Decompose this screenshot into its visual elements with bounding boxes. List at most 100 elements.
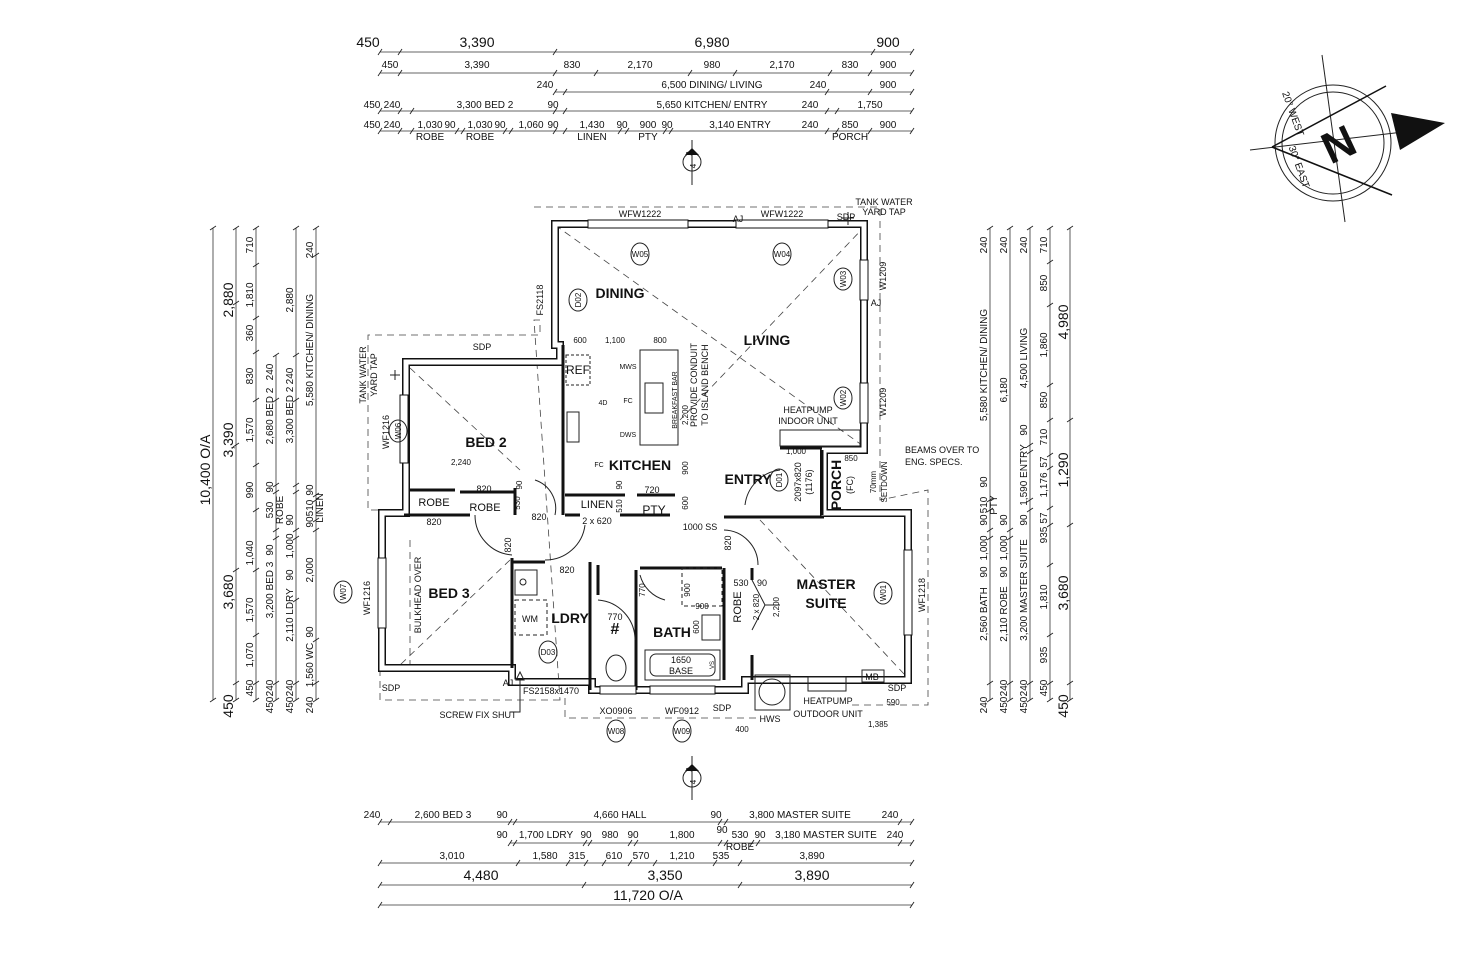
dimension-tick (909, 901, 915, 909)
dimension-tick (502, 127, 508, 135)
dimension-tick (737, 881, 743, 889)
left-dimension: 90 (265, 481, 276, 493)
door-swing (723, 529, 759, 566)
note-wc770: 770 (607, 612, 622, 622)
top-dimension: 3,140 ENTRY (709, 120, 771, 131)
right-dimension: 2,110 ROBE (999, 586, 1010, 642)
right-dimension: 450 (999, 696, 1010, 713)
dimension-tick (986, 697, 994, 703)
dimension-tick (409, 127, 415, 135)
note-w1209-b: W1209 (878, 388, 888, 417)
note-bt1650: 1650 (671, 655, 691, 665)
left-dimension: 2,110 LDRY (285, 588, 296, 642)
laundry-tub (514, 569, 538, 596)
note-wf1216-b: WF1216 (362, 581, 372, 615)
bottom-dimension: 90 (496, 810, 508, 821)
note-wf0912: WF0912 (665, 706, 699, 716)
tag-circle (672, 719, 692, 743)
dimension-tick (824, 107, 830, 115)
right-dimension: 1,176 (1039, 472, 1050, 497)
dimension-tick (252, 397, 260, 403)
right-dimension: 90 (979, 514, 990, 526)
note-sdp-bath: SDP (713, 703, 732, 713)
dimension-tick (662, 127, 668, 135)
right-dimension: 3,200 MASTER SUITE (1019, 539, 1030, 641)
section-marker-bottom (682, 756, 702, 800)
dimension-tick (1006, 535, 1014, 541)
dimension-tick (252, 632, 260, 638)
room-label-master1: MASTER (796, 576, 855, 592)
window-door-tag: W01 (879, 584, 888, 601)
dimension-tick (1066, 225, 1074, 231)
dimension-tick (562, 88, 568, 96)
dimension-tick (312, 225, 320, 231)
bottom-dimension: 1,210 (669, 851, 694, 862)
right-dimension: 510 (979, 496, 990, 513)
dimension-tick (1026, 449, 1034, 455)
dimension-tick (834, 127, 840, 135)
right-dimension: 1,590 ENTRY (1019, 444, 1030, 506)
dimension-tick (252, 507, 260, 513)
bottom-dimension: 90 (710, 810, 722, 821)
dimension-tick (712, 859, 718, 867)
tag-circle (333, 580, 353, 604)
note-hws: HWS (760, 714, 781, 724)
dimension-tick (870, 48, 876, 56)
dimension-tick (867, 127, 873, 135)
right-dimension: 850 (1039, 391, 1050, 408)
left-dimension: 3,680 (220, 574, 236, 609)
note-tank2-l: YARD TAP (369, 353, 379, 397)
washing-machine-space (514, 599, 548, 636)
right-dimension: 6,180 (999, 377, 1010, 402)
top-dimension: 90 (547, 120, 559, 131)
top-dimension: 1,750 (857, 100, 882, 111)
note-door2: (1176) (804, 469, 814, 494)
room-label-dining: DINING (596, 285, 645, 301)
tag-circle (769, 468, 789, 492)
note-k1100: 1,100 (605, 336, 626, 345)
top-dimension: 240 (802, 120, 819, 131)
bottom-dimension: 4,480 (463, 867, 498, 883)
dimension-tick (562, 127, 568, 135)
section-marker-number: 4 (689, 163, 698, 168)
note-w1209-a: W1209 (878, 262, 888, 291)
right-dimension: 90 (1019, 424, 1030, 436)
window-door-tag: W06 (394, 422, 403, 439)
dimension-tick (723, 818, 729, 826)
dimension-tick (312, 680, 320, 686)
dimension-tick (409, 107, 415, 115)
left-dimension: 240 (265, 679, 276, 696)
note-beams2: ENG. SPECS. (905, 457, 963, 467)
dimension-tick (986, 497, 994, 503)
dimension-tick (717, 839, 723, 847)
left-dimension: 2,680 BED 2 (265, 387, 276, 444)
right-dimension: 90 (1019, 514, 1030, 526)
dimension-tick (292, 352, 300, 358)
dimension-tick (232, 680, 240, 686)
dimension-tick (687, 69, 693, 77)
right-dimension: 3,680 (1055, 575, 1071, 610)
bottom-dimension: 1,700 LDRY (519, 830, 574, 841)
left-dimension: 1,810 (245, 282, 256, 307)
note-conduit2: TO ISLAND BENCH (700, 344, 710, 425)
dimension-tick (562, 107, 568, 115)
right-dimension: 4,980 (1055, 304, 1071, 339)
dimension-tick (454, 127, 460, 135)
right-dimension: 935 (1039, 526, 1050, 543)
dimension-tick (1046, 632, 1054, 638)
dimension-tick (593, 69, 599, 77)
dimension-tick (377, 127, 383, 135)
window-door-tag: W07 (339, 583, 348, 600)
bottom-dimension: 980 (602, 830, 619, 841)
left-dimension: 3,200 BED 3 (265, 561, 276, 618)
dimension-tick (627, 839, 633, 847)
bottom-dimension: 90 (754, 830, 766, 841)
dimension-tick (292, 489, 300, 495)
note-b820a: 820 (476, 484, 491, 494)
dimension-tick (909, 88, 915, 96)
note-r530: 530 (733, 578, 748, 588)
note-mws: MWS (619, 364, 636, 371)
note-r2x820: 2 x 820 (752, 593, 761, 620)
